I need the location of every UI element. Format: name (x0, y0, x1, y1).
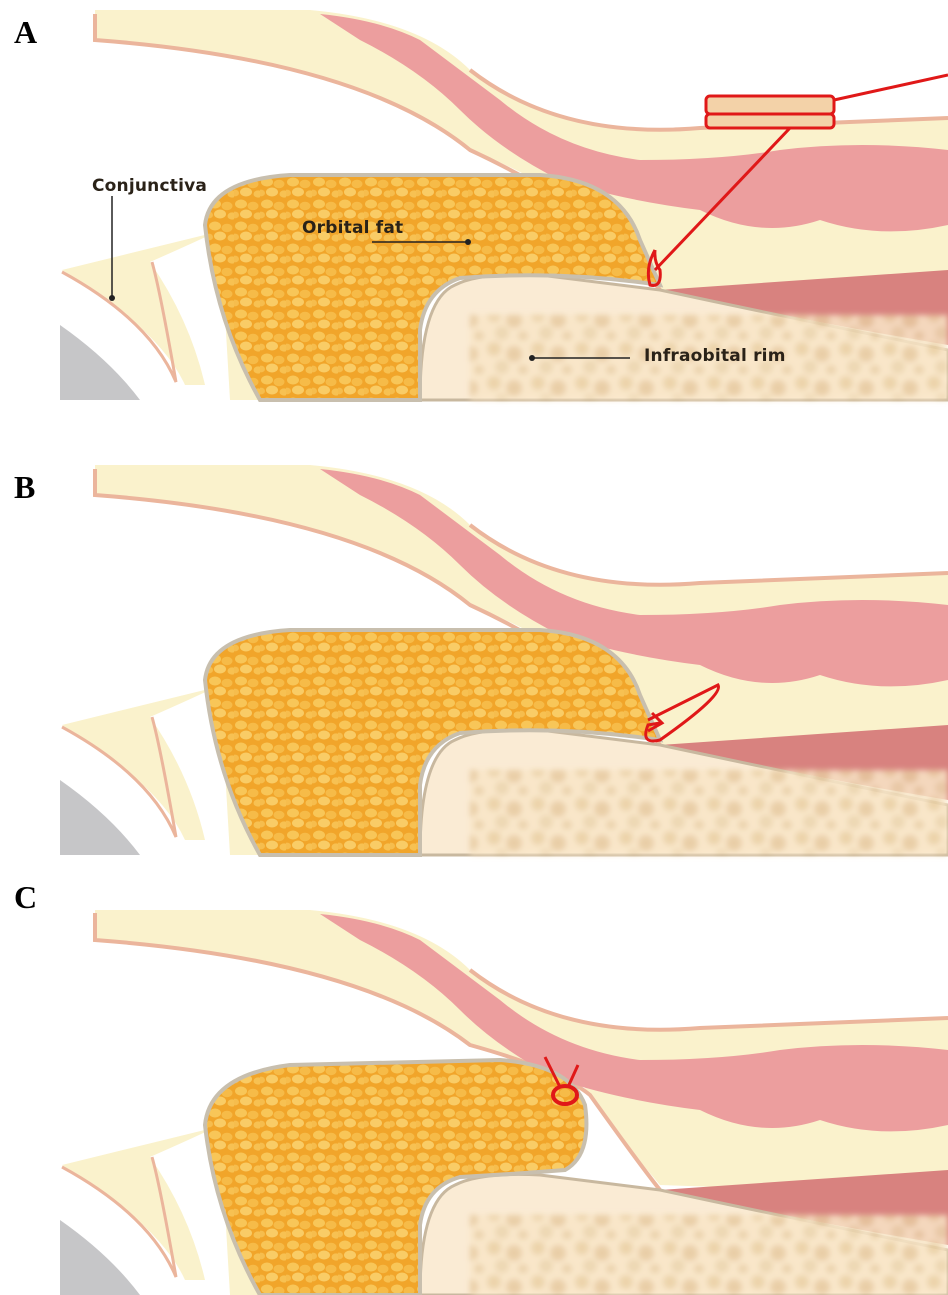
orbital-fat-label: Orbital fat (302, 218, 403, 238)
eyeball (60, 1220, 140, 1295)
suture-tail (834, 75, 948, 100)
fat-dot (465, 239, 471, 245)
anatomy-diagram-c (0, 865, 948, 1295)
panel-letter: B (14, 469, 35, 506)
eyeball (60, 780, 140, 855)
anatomy-diagram-a (0, 0, 948, 430)
anatomy-diagram-b (0, 455, 948, 885)
panel-c: C (0, 865, 948, 1295)
panel-a: A Conjunctiva Orbital fat Infraobital ri… (0, 0, 948, 430)
bone-marrow (470, 1215, 948, 1295)
bolster-pad (706, 96, 834, 114)
conjunctiva-label: Conjunctiva (92, 176, 207, 196)
panel-letter: C (14, 879, 37, 916)
panel-b: B (0, 455, 948, 885)
eyeball (60, 325, 140, 400)
bolster-pad-lower (706, 114, 834, 128)
infraorbital-rim-label: Infraobital rim (644, 346, 786, 366)
panel-letter: A (14, 14, 37, 51)
conjunctiva-dot (109, 295, 115, 301)
rim-dot (529, 355, 535, 361)
bone-marrow (470, 770, 948, 855)
